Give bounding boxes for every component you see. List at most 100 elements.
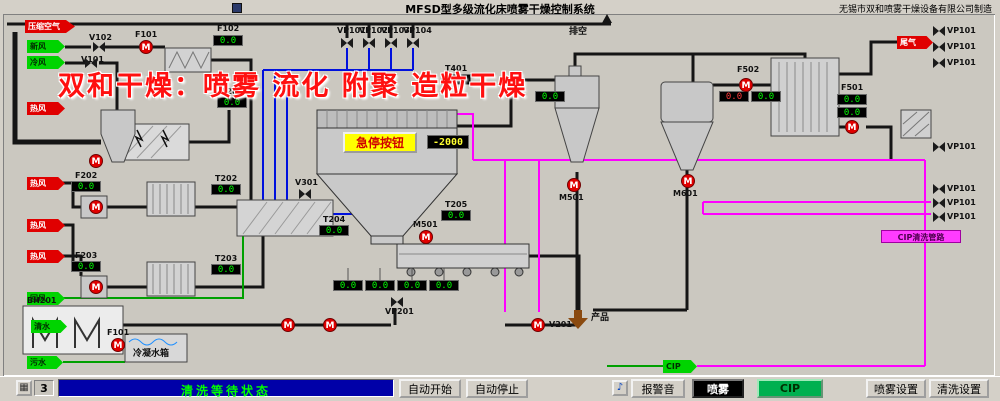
pump-icon[interactable]: M (323, 318, 337, 332)
valve-icon[interactable] (407, 38, 419, 48)
value-display: 0.0 (333, 280, 363, 291)
value-display: -2000 (427, 135, 469, 149)
value-display: 0.0 (71, 181, 101, 192)
pump-icon[interactable]: M (111, 338, 125, 352)
value-display: 0.0 (319, 225, 349, 236)
equipment-label: M501 (413, 220, 438, 229)
equipment-label: T205 (445, 200, 468, 209)
pump-icon[interactable]: M (89, 154, 103, 168)
product-arrow (568, 310, 588, 329)
equipment-label: T204 (323, 215, 346, 224)
equipment-label: VP101 (947, 184, 976, 193)
pump-icon[interactable]: M (281, 318, 295, 332)
spray-button[interactable]: 喷雾 (692, 379, 744, 398)
valve-icon[interactable] (933, 142, 945, 152)
auto-stop-button[interactable]: 自动停止 (466, 379, 528, 398)
stream-tag-red: 尾气 (897, 36, 933, 49)
pump-icon[interactable]: M (419, 230, 433, 244)
alarm-icon[interactable]: ♪ (612, 380, 628, 396)
value-display: 0.0 (365, 280, 395, 291)
condensate-tank (124, 333, 188, 363)
pump-icon[interactable]: M (845, 120, 859, 134)
equipment-label: T401 (445, 64, 468, 73)
air-heater (164, 47, 212, 73)
equipment-label: VP103 (381, 26, 410, 35)
value-display: 0.0 (211, 264, 241, 275)
equipment-label: F502 (737, 65, 760, 74)
equipment-label: T203 (215, 254, 238, 263)
alarm-sound-button[interactable]: 报警音 (631, 379, 685, 398)
process-diagram-svg (7, 14, 932, 367)
pump-icon[interactable]: M (139, 40, 153, 54)
diagram-text: 排空 (569, 27, 588, 37)
pump-icon[interactable]: M (89, 200, 103, 214)
equipment-label: BH201 (27, 296, 57, 305)
equipment-label: F501 (841, 83, 864, 92)
exhaust-filter-box (900, 109, 932, 139)
value-display: 0.0 (429, 280, 459, 291)
pump-icon[interactable]: M (681, 174, 695, 188)
clean-settings-button[interactable]: 清洗设置 (929, 379, 989, 398)
equipment-label: VP101 (947, 212, 976, 221)
emergency-stop-button[interactable]: 急停按钮 (343, 132, 417, 153)
equipment-label: V201 (549, 320, 572, 329)
valve-icon[interactable] (933, 184, 945, 194)
equipment-label: VP102 (359, 26, 388, 35)
value-display: 0.0 (211, 184, 241, 195)
valve-icon[interactable] (391, 297, 403, 307)
vibro-fluid-bed (347, 243, 530, 280)
value-display: 0.0 (71, 261, 101, 272)
valve-icon[interactable] (93, 42, 105, 52)
pump-icon[interactable]: M (567, 178, 581, 192)
pump-icon[interactable]: M (739, 78, 753, 92)
equipment-label: VP101 (947, 42, 976, 51)
pump-icon[interactable]: M (89, 280, 103, 294)
cip-button[interactable]: CIP (757, 379, 823, 398)
stream-tag-green: 新风 (27, 40, 65, 53)
stream-tag-green: 冷风 (27, 56, 65, 69)
value-display: 0.0 (217, 97, 247, 108)
equipment-label: VP101 (337, 26, 366, 35)
diagram-text: 冷凝水箱 (133, 349, 170, 359)
equipment-label: F202 (75, 171, 98, 180)
equipment-label: VP101 (947, 26, 976, 35)
manufacturer-label: 无锡市双和喷雾干燥设备有限公司制造 (838, 5, 992, 15)
valve-icon[interactable] (933, 58, 945, 68)
valve-icon[interactable] (341, 38, 353, 48)
bag-filter (770, 57, 840, 137)
pump-icon[interactable]: M (531, 318, 545, 332)
stream-tag-green: CIP (663, 360, 697, 373)
stream-tag-red: 热风 (27, 177, 65, 190)
equipment-label: F203 (75, 251, 98, 260)
cyclone-left (100, 109, 136, 163)
title-bar: MFSD型多级流化床喷雾干燥控制系统 无锡市双和喷雾干燥设备有限公司制造 (0, 0, 1000, 16)
panel-toggle-button[interactable]: ▦ (16, 380, 32, 396)
valve-icon[interactable] (85, 58, 97, 68)
valve-icon[interactable] (933, 198, 945, 208)
equipment-label: V101 (81, 55, 104, 64)
value-display: 0.0 (837, 107, 867, 118)
valve-icon[interactable] (299, 189, 311, 199)
valve-icon[interactable] (933, 26, 945, 36)
value-display: 0.0 (535, 91, 565, 102)
valve-icon[interactable] (363, 38, 375, 48)
value-display: 0.0 (441, 74, 471, 85)
page-counter: 3 (34, 380, 54, 396)
stream-tag-red: 热风 (27, 219, 65, 232)
equipment-label: T201 (221, 87, 244, 96)
equipment-label: V102 (89, 33, 112, 42)
spray-settings-button[interactable]: 喷雾设置 (866, 379, 926, 398)
status-text: 清洗等待状态 (180, 384, 271, 398)
auto-start-button[interactable]: 自动开始 (399, 379, 461, 398)
valve-icon[interactable] (933, 212, 945, 222)
diagram-text: 产品 (591, 313, 610, 323)
equipment-label: VP101 (947, 198, 976, 207)
equipment-label: F101 (107, 328, 130, 337)
stream-tag-green: 污水 (27, 356, 63, 369)
control-bar: ▦ 3 清洗等待状态 自动开始 自动停止 ♪ 报警音 喷雾 CIP 喷雾设置 清… (0, 376, 1000, 401)
equipment-label: V301 (295, 178, 318, 187)
valve-icon[interactable] (385, 38, 397, 48)
valve-icon[interactable] (933, 42, 945, 52)
equipment-label: VP101 (947, 58, 976, 67)
